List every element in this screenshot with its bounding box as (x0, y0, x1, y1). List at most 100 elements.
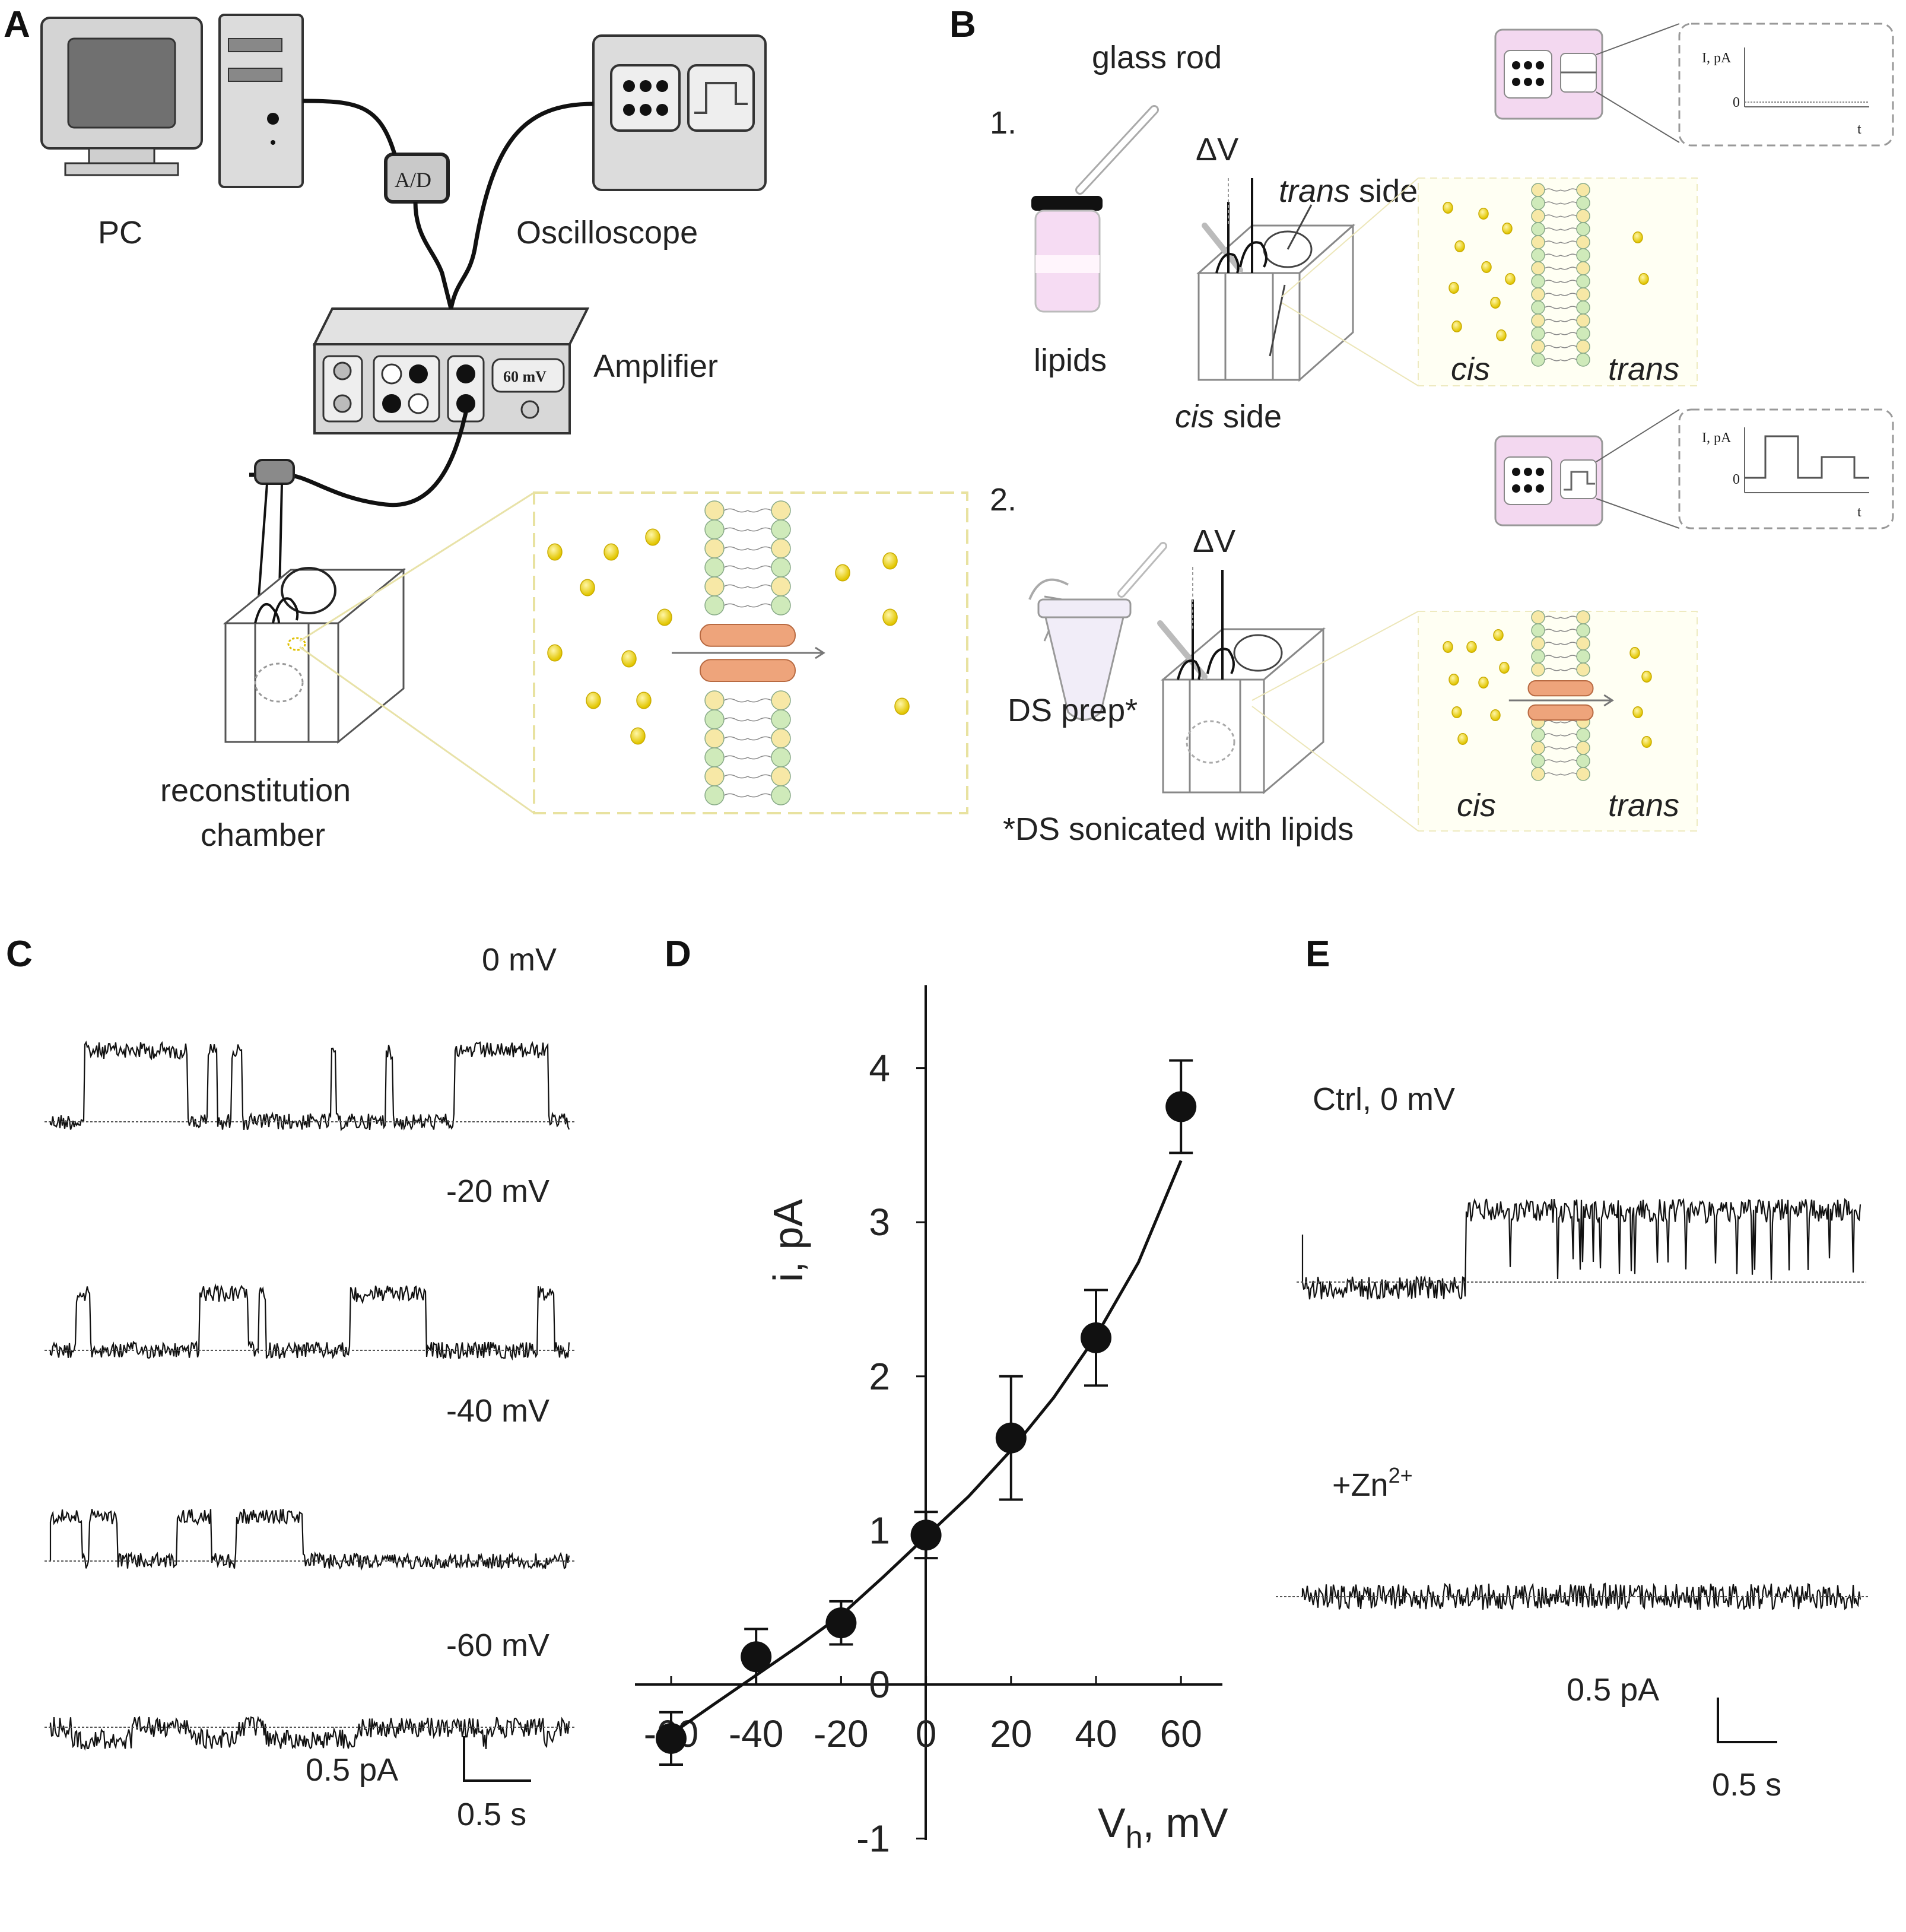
panel-label-d: D (665, 934, 691, 975)
lipid-head (1576, 313, 1590, 328)
lipid-tail (723, 736, 748, 741)
ion-dot (1641, 736, 1652, 748)
lipid-head (1576, 754, 1590, 768)
lipid-tail (1560, 668, 1577, 671)
x-tick-label: 60 (1160, 1712, 1202, 1755)
lipid-tail (1544, 240, 1561, 244)
trace-label-minus40mv: -40 mV (446, 1393, 549, 1429)
lipid-head (1576, 340, 1590, 354)
eppendorf-tube-icon (1028, 542, 1167, 721)
lipid-tail (747, 736, 772, 741)
ion-dot (1448, 674, 1459, 686)
zoom-line (299, 491, 535, 642)
lipid-tail (723, 546, 748, 551)
ion-dot (1629, 647, 1640, 659)
chamber-icon-step1 (1196, 178, 1355, 382)
ion-dot (1481, 261, 1492, 273)
lipid-head (1531, 767, 1545, 781)
lipid-head (704, 500, 725, 521)
y-tick-label: 2 (869, 1355, 890, 1398)
lipid-tail (747, 774, 772, 779)
x-tick-label: 20 (990, 1712, 1032, 1755)
lipid-head (704, 557, 725, 578)
lipid-head (704, 785, 725, 805)
lipid-bottle-icon (1031, 196, 1103, 313)
ion-dot (1499, 662, 1510, 674)
lipid-head (1576, 767, 1590, 781)
data-point (1081, 1322, 1111, 1353)
scope2-ylabel: I, pA (1702, 430, 1732, 446)
ion-dot (603, 543, 619, 561)
lipid-head (1576, 209, 1590, 223)
ion-dot (1451, 321, 1462, 332)
ion-dot (1638, 273, 1649, 285)
channel-current-traces-e (1276, 1198, 1869, 1611)
y-axis-label: i, pA (765, 1199, 811, 1282)
lipid-head (1576, 353, 1590, 367)
lipid-tail (1544, 319, 1561, 322)
trace-0mv (49, 1040, 570, 1132)
membrane-with-channel-large (547, 500, 910, 805)
panel-c: 0 mV -20 mV -40 mV -60 mV 0.5 pA 0.5 s (45, 942, 576, 1832)
lipid-head (1531, 300, 1545, 315)
lipid-head (1531, 610, 1545, 624)
lipid-tail (747, 565, 772, 570)
lipid-tail (747, 717, 772, 722)
ion-dot (1490, 709, 1501, 721)
scale-s-e: 0.5 s (1712, 1767, 1781, 1803)
ion-dot (1505, 273, 1516, 285)
lipid-tail (1544, 227, 1561, 231)
trace-minus60mv (49, 1715, 570, 1751)
lipid-head (1576, 636, 1590, 651)
lipid-tail (1560, 759, 1577, 763)
lipid-tail (747, 603, 772, 608)
lipid-head (1576, 300, 1590, 315)
lipid-head (1576, 649, 1590, 664)
trace-minus20mv (49, 1283, 570, 1361)
lipid-tail (1560, 293, 1577, 296)
lipid-tail (1560, 267, 1577, 270)
amplifier-label: Amplifier (593, 348, 718, 384)
lipid-head (1576, 196, 1590, 210)
lipid-tail (1544, 267, 1561, 270)
panel-label-e: E (1305, 934, 1330, 975)
ion-dot (1502, 223, 1513, 234)
x-axis-label-rest: , mV (1143, 1800, 1228, 1846)
ion-dot (1451, 706, 1462, 718)
oscilloscope-small-icon-2 (1494, 435, 1603, 526)
ion-dot (1641, 671, 1652, 683)
lipid-head (704, 709, 725, 729)
ion-dot (1478, 677, 1489, 689)
lipid-head (1576, 610, 1590, 624)
lipid-head (1576, 662, 1590, 677)
ion-dot (894, 697, 910, 715)
trans-side-italic: trans (1279, 173, 1350, 209)
trans-side-label: trans side (1279, 173, 1418, 209)
scope-zoom-box-2 (1678, 408, 1894, 529)
oscilloscope-icon (592, 34, 767, 191)
ion-dot (621, 650, 637, 668)
lipid-tail (747, 584, 772, 589)
fit-curve (662, 1160, 1183, 1741)
lipid-head (1531, 235, 1545, 249)
lipid-head (771, 709, 791, 729)
lipid-head (704, 576, 725, 597)
scale-s-c: 0.5 s (457, 1797, 526, 1832)
lipid-head (771, 747, 791, 767)
lipid-head (1531, 313, 1545, 328)
lipid-tail (723, 717, 748, 722)
lipid-head (1531, 326, 1545, 341)
lipid-head (1531, 196, 1545, 210)
chamber-label-line1: reconstitution (160, 773, 351, 808)
lipid-tail (723, 565, 748, 570)
lipid-tail (1560, 642, 1577, 645)
chamber-label-line2: chamber (201, 817, 325, 853)
lipid-tail (723, 527, 748, 532)
ion-flow-arrowhead (1603, 694, 1614, 707)
panel-label-a: A (4, 4, 30, 45)
zoom-box-step2 (1418, 611, 1698, 832)
lipid-tail (1544, 759, 1561, 763)
